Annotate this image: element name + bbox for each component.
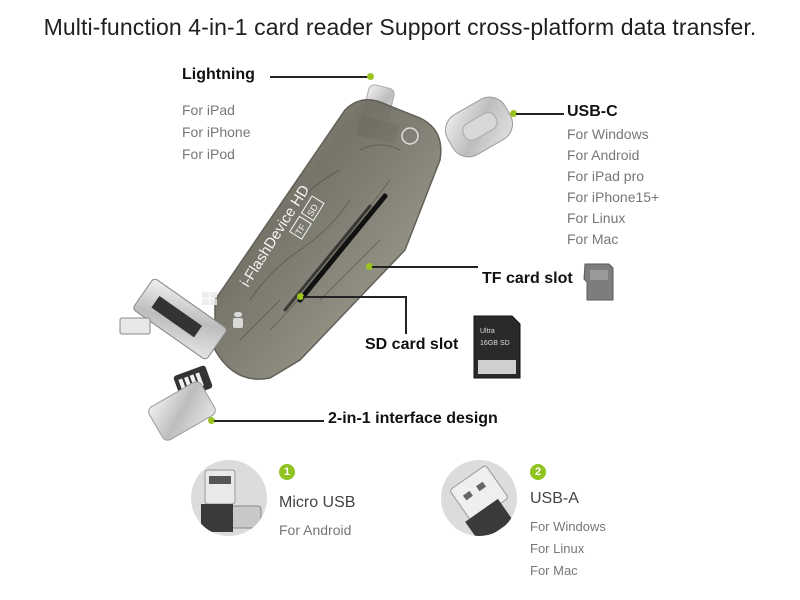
usb-a-photo bbox=[441, 460, 517, 536]
micro-usb-item: For Android bbox=[279, 522, 352, 538]
option-2-badge: 2 bbox=[530, 464, 546, 480]
lightning-label: Lightning bbox=[182, 66, 255, 83]
tf-card-image bbox=[583, 263, 614, 301]
usbc-callout-dot bbox=[510, 110, 517, 117]
usbc-item: For iPad pro bbox=[567, 168, 645, 184]
page-title: Multi-function 4-in-1 card reader Suppor… bbox=[43, 14, 757, 40]
sd-callout-line-v bbox=[405, 296, 407, 334]
usb-a-title: USB-A bbox=[530, 490, 579, 507]
usbc-item: For iPhone15+ bbox=[567, 189, 660, 205]
sd-card-text-1: Ultra bbox=[480, 328, 495, 335]
sd-slot-label: SD card slot bbox=[365, 336, 459, 353]
interface-callout-dot bbox=[208, 417, 215, 424]
sd-card-image: Ultra 16GB SD bbox=[473, 315, 521, 379]
tf-slot-label: TF card slot bbox=[482, 270, 573, 287]
usbc-callout-line bbox=[516, 113, 564, 115]
usb-c-connector bbox=[445, 96, 513, 158]
lightning-item: For iPad bbox=[182, 102, 235, 118]
usbc-item: For Mac bbox=[567, 231, 619, 247]
usbc-item: For Linux bbox=[567, 210, 626, 226]
lightning-compat-list: For iPad For iPhone For iPod bbox=[182, 99, 250, 165]
usbc-compat-list: For Windows For Android For iPad pro For… bbox=[567, 124, 659, 250]
tf-callout-line bbox=[372, 266, 478, 268]
micro-usb-title: Micro USB bbox=[279, 494, 356, 511]
two-in-one-connector bbox=[119, 278, 227, 441]
lightning-item: For iPhone bbox=[182, 124, 251, 140]
sd-callout-line-h bbox=[303, 296, 406, 298]
micro-usb-photo bbox=[191, 460, 267, 536]
lightning-callout-dot bbox=[367, 73, 374, 80]
usb-a-item: For Windows bbox=[530, 519, 606, 534]
usb-a-item: For Mac bbox=[530, 563, 578, 578]
usbc-item: For Android bbox=[567, 147, 640, 163]
apple-logo-icon bbox=[401, 127, 419, 145]
tf-card-slot-visual bbox=[297, 193, 388, 303]
usbc-item: For Windows bbox=[567, 126, 649, 142]
sd-callout-dot bbox=[297, 293, 304, 300]
android-logo-icon bbox=[233, 312, 243, 328]
usb-a-item: For Linux bbox=[530, 541, 585, 556]
option-1-badge: 1 bbox=[279, 464, 295, 480]
lightning-callout-line bbox=[270, 76, 370, 78]
sd-card-text-3: SD bbox=[500, 340, 510, 347]
usb-a-compat-list: For Windows For Linux For Mac bbox=[530, 516, 606, 582]
lightning-item: For iPod bbox=[182, 146, 235, 162]
usbc-label: USB-C bbox=[567, 103, 618, 120]
micro-usb-compat-list: For Android bbox=[279, 519, 351, 541]
sd-card-text-2: 16GB bbox=[480, 340, 498, 347]
interface-label: 2-in-1 interface design bbox=[328, 410, 498, 427]
tf-callout-dot bbox=[366, 263, 373, 270]
windows-logo-icon bbox=[202, 292, 217, 305]
sd-card-slot-visual bbox=[283, 204, 372, 312]
reader-body bbox=[214, 99, 442, 380]
interface-callout-line bbox=[214, 420, 324, 422]
